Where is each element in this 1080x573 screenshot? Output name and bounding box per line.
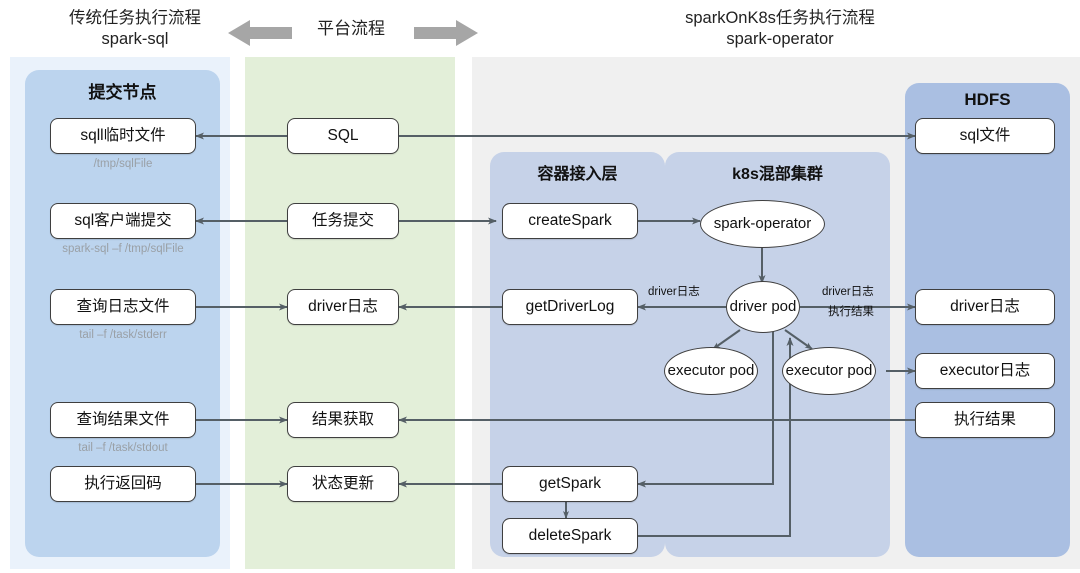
edge-label-driver-log-left: driver日志	[648, 286, 700, 298]
sub-query-result-file-cmd: tail –f /task/stdout	[78, 442, 168, 454]
edge-label-driver-log-right: driver日志	[822, 286, 874, 298]
header-sparkonk8s-line2: spark-operator	[726, 30, 834, 49]
arrow-left-icon	[228, 20, 292, 46]
sub-sql-client-submit-cmd: spark-sql –f /tmp/sqlFile	[62, 243, 184, 255]
header-traditional-line1: 传统任务执行流程	[69, 9, 201, 27]
panel-title-submit-node: 提交节点	[88, 83, 157, 102]
node-executor-pod-left[interactable]: executor pod	[664, 347, 758, 395]
node-driver-pod[interactable]: driver pod	[726, 281, 800, 333]
sub-query-log-file-cmd: tail –f /task/stderr	[79, 329, 167, 341]
box-get-spark[interactable]: getSpark	[502, 466, 638, 502]
box-task-submit[interactable]: 任务提交	[287, 203, 399, 239]
header-sparkonk8s-line1: sparkOnK8s任务执行流程	[685, 9, 875, 27]
header-sparkonk8s: sparkOnK8s任务执行流程 spark-operator	[610, 8, 950, 50]
sub-sql-temp-file-path: /tmp/sqlFile	[93, 158, 153, 170]
header-traditional: 传统任务执行流程 spark-sql	[30, 8, 240, 50]
box-driver-log-platform[interactable]: driver日志	[287, 289, 399, 325]
box-status-update[interactable]: 状态更新	[287, 466, 399, 502]
header-platform: 平台流程	[292, 18, 410, 40]
edge-label-exec-result: 执行结果	[828, 306, 874, 318]
box-result-fetch[interactable]: 结果获取	[287, 402, 399, 438]
box-create-spark[interactable]: createSpark	[502, 203, 638, 239]
panel-title-hdfs: HDFS	[964, 90, 1011, 109]
panel-title-container-layer: 容器接入层	[537, 166, 618, 183]
box-hdfs-executor-log[interactable]: executor日志	[915, 353, 1055, 389]
box-hdfs-exec-result[interactable]: 执行结果	[915, 402, 1055, 438]
box-sql-client-submit[interactable]: sql客户端提交	[50, 203, 196, 239]
node-spark-operator[interactable]: spark-operator	[700, 200, 825, 248]
box-get-driver-log[interactable]: getDriverLog	[502, 289, 638, 325]
node-executor-pod-right[interactable]: executor pod	[782, 347, 876, 395]
box-delete-spark[interactable]: deleteSpark	[502, 518, 638, 554]
box-exit-code[interactable]: 执行返回码	[50, 466, 196, 502]
header-traditional-line2: spark-sql	[101, 30, 169, 49]
arrow-right-icon	[414, 20, 478, 46]
box-sql-temp-file[interactable]: sqll临时文件	[50, 118, 196, 154]
header-platform-label: 平台流程	[317, 19, 385, 38]
box-query-result-file[interactable]: 查询结果文件	[50, 402, 196, 438]
panel-title-k8s-cluster: k8s混部集群	[732, 166, 823, 183]
box-sql[interactable]: SQL	[287, 118, 399, 154]
box-hdfs-sql-file[interactable]: sql文件	[915, 118, 1055, 154]
box-hdfs-driver-log[interactable]: driver日志	[915, 289, 1055, 325]
box-query-log-file[interactable]: 查询日志文件	[50, 289, 196, 325]
